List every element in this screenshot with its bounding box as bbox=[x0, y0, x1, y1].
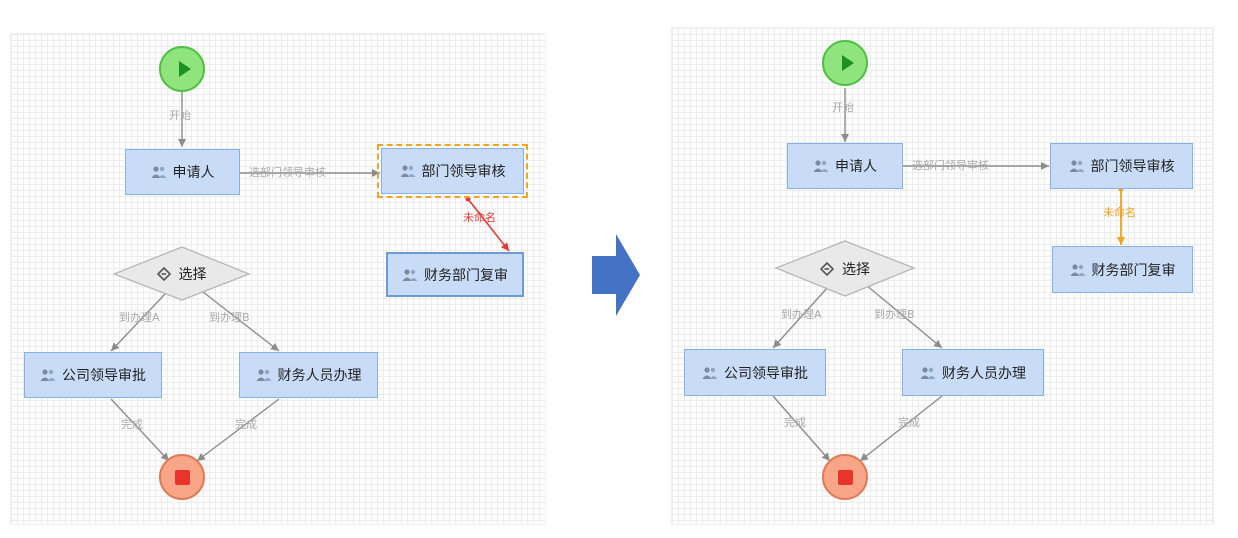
node-label: 部门领导审核 bbox=[421, 164, 506, 180]
edge-label-done-b: 完成 bbox=[898, 415, 920, 429]
edge-choice-to-b[interactable] bbox=[202, 291, 280, 352]
node-label: 申请人 bbox=[172, 165, 215, 181]
node-dept-leader[interactable]: 部门领导审核 bbox=[377, 144, 528, 198]
node-finance-staff[interactable]: 财务人员办理 bbox=[239, 352, 378, 398]
edges-layer-after: 开始 选部门领导审核 未命名 到办理A 到办理B 完成 完成 bbox=[772, 88, 1136, 462]
edge-choice-to-a[interactable] bbox=[772, 286, 829, 349]
user-icon bbox=[40, 369, 56, 381]
end-node[interactable] bbox=[159, 454, 205, 500]
start-node[interactable] bbox=[159, 46, 205, 92]
stop-icon bbox=[175, 470, 190, 485]
user-icon bbox=[1070, 263, 1085, 276]
edge-label-to-a: 到办理A bbox=[781, 308, 822, 321]
edge-a-to-end[interactable] bbox=[772, 395, 831, 462]
play-icon bbox=[842, 55, 854, 71]
edge-label-to-b: 到办理B bbox=[874, 308, 915, 321]
gateway-icon bbox=[156, 266, 171, 281]
node-label: 选择 bbox=[842, 261, 870, 278]
node-label: 公司领导审批 bbox=[724, 365, 808, 382]
edge-label-done-b: 完成 bbox=[235, 417, 257, 431]
choice-diamond[interactable] bbox=[112, 246, 251, 301]
edge-a-to-end[interactable] bbox=[110, 398, 170, 462]
stop-icon bbox=[838, 470, 853, 485]
start-node[interactable] bbox=[822, 40, 868, 86]
user-icon bbox=[920, 366, 936, 379]
node-label: 选择 bbox=[178, 266, 207, 283]
edges-layer-before: 开始 选部门领导审核 未命名 到办理A 到办理B 完成 完成 bbox=[110, 92, 510, 462]
edge-label-done-a: 完成 bbox=[784, 415, 806, 429]
user-icon bbox=[813, 160, 829, 172]
edge-label-to-a: 到办理A bbox=[119, 311, 160, 324]
edge-label-to-b: 到办理B bbox=[209, 311, 250, 324]
edge-label-unnamed: 未命名 bbox=[1103, 205, 1136, 219]
node-finance-review[interactable]: 财务部门复审 bbox=[386, 252, 524, 297]
node-company-leader[interactable]: 公司领导审批 bbox=[24, 352, 162, 398]
user-icon bbox=[702, 366, 718, 379]
node-label: 财务人员办理 bbox=[277, 368, 362, 384]
user-icon bbox=[400, 165, 415, 177]
node-applicant[interactable]: 申请人 bbox=[787, 143, 903, 189]
node-label: 申请人 bbox=[835, 159, 877, 175]
edge-label-unnamed: 未命名 bbox=[463, 210, 496, 224]
flow-canvas-after[interactable]: 开始 选部门领导审核 未命名 到办理A 到办理B 完成 完成 bbox=[671, 27, 1214, 525]
edge-choice-to-a[interactable] bbox=[110, 293, 166, 352]
node-label: 部门领导审核 bbox=[1090, 159, 1175, 175]
edge-label-to-dept: 选部门领导审核 bbox=[249, 165, 326, 179]
flow-canvas-before[interactable]: 开始 选部门领导审核 未命名 到办理A 到办理B 完成 完成 bbox=[10, 33, 546, 525]
user-icon bbox=[151, 166, 166, 178]
node-finance-staff[interactable]: 财务人员办理 bbox=[902, 349, 1044, 396]
node-label: 财务人员办理 bbox=[942, 365, 1026, 382]
edge-handle[interactable] bbox=[465, 196, 471, 202]
edge-dept-to-finance-review[interactable] bbox=[467, 198, 510, 252]
play-icon bbox=[179, 61, 191, 77]
user-icon bbox=[1069, 160, 1084, 172]
node-finance-review[interactable]: 财务部门复审 bbox=[1052, 246, 1193, 293]
user-icon bbox=[256, 369, 271, 381]
node-dept-leader[interactable]: 部门领导审核 bbox=[1050, 143, 1193, 189]
edge-label-to-dept: 选部门领导审核 bbox=[912, 158, 989, 172]
node-label: 财务部门复审 bbox=[424, 267, 508, 284]
edge-b-to-end[interactable] bbox=[859, 395, 943, 462]
node-choice[interactable]: 选择 bbox=[114, 247, 249, 300]
end-node[interactable] bbox=[822, 454, 868, 500]
choice-diamond[interactable] bbox=[774, 240, 916, 297]
edge-label-start: 开始 bbox=[169, 108, 191, 122]
node-applicant[interactable]: 申请人 bbox=[125, 149, 240, 195]
transform-arrow-icon bbox=[592, 234, 640, 316]
node-label: 财务部门复审 bbox=[1091, 262, 1176, 279]
edge-label-start: 开始 bbox=[832, 100, 854, 114]
node-choice[interactable]: 选择 bbox=[776, 241, 914, 296]
node-label: 公司领导审批 bbox=[62, 368, 146, 384]
edge-b-to-end[interactable] bbox=[196, 398, 280, 462]
edge-choice-to-b[interactable] bbox=[865, 284, 943, 349]
gateway-icon bbox=[820, 261, 834, 276]
node-company-leader[interactable]: 公司领导审批 bbox=[684, 349, 826, 396]
edge-label-done-a: 完成 bbox=[121, 417, 143, 431]
user-icon bbox=[402, 268, 418, 281]
